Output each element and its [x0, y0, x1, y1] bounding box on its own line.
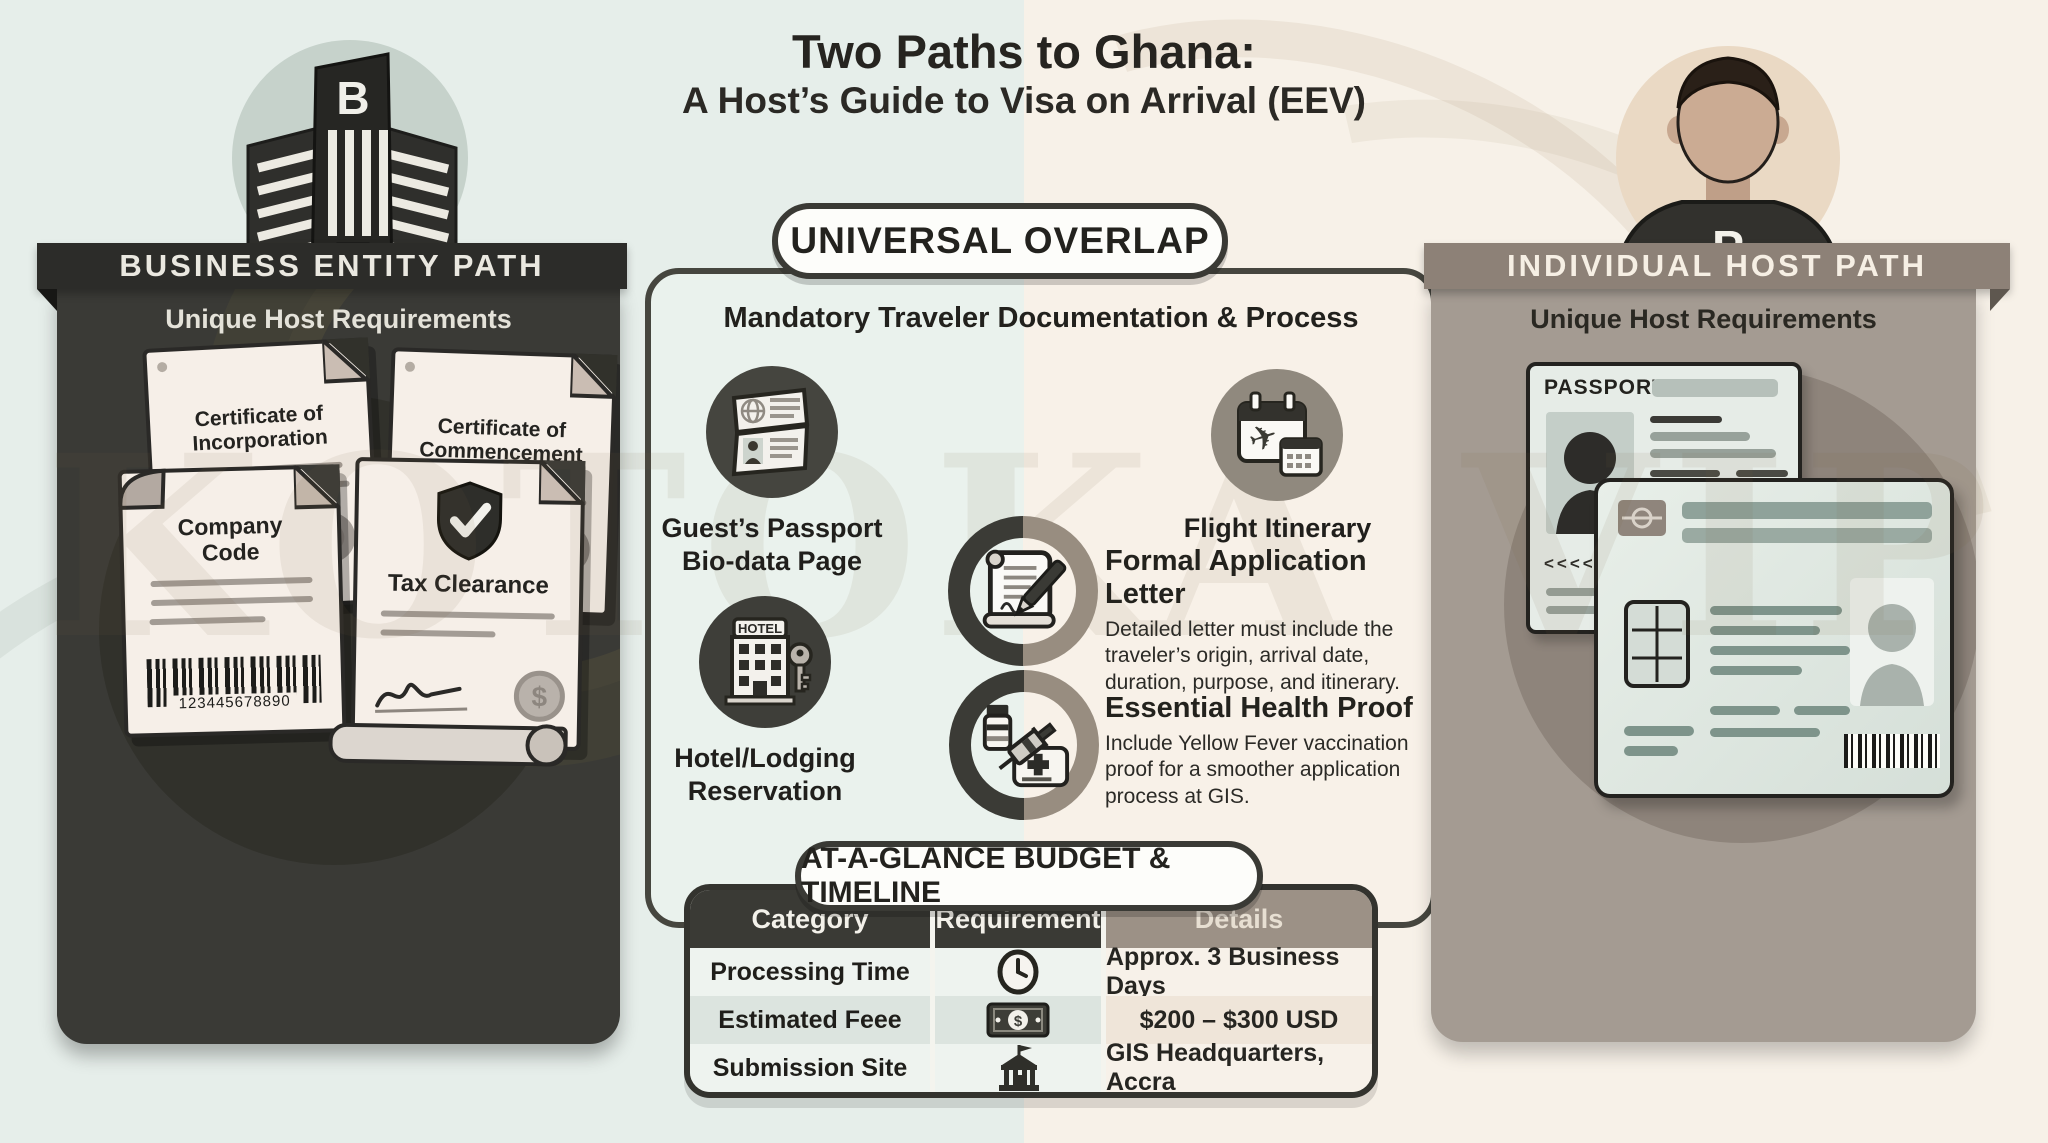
building-letter: B [336, 72, 369, 124]
card-line [1650, 449, 1776, 458]
passport-card-label: PASSPORT [1544, 376, 1666, 399]
photo-silhouette-icon [1860, 604, 1924, 706]
flight-circle: ✈ [1211, 369, 1343, 501]
business-path-header-label: BUSINESS ENTITY PATH [119, 248, 545, 283]
health-proof-ring [949, 670, 1099, 820]
government-building-icon [999, 1045, 1039, 1091]
card-line [1650, 432, 1750, 441]
doc-text-line [381, 610, 555, 620]
budget-timeline-table: Category Requirement Details Processing … [684, 884, 1378, 1098]
doc-company-code: Company Code 123445678890 [117, 464, 347, 738]
card-line [1736, 470, 1788, 477]
curled-corner-icon [118, 468, 166, 510]
clock-icon [997, 949, 1039, 995]
signature-icon [375, 683, 468, 713]
application-letter-text: Formal Application Letter Detailed lette… [1105, 545, 1427, 696]
individual-path-header-label: INDIVIDUAL HOST PATH [1507, 248, 1927, 283]
chip-lines-icon [1632, 606, 1682, 682]
application-letter-icon [982, 549, 1067, 629]
table-row-details: GIS Headquarters, Accra [1106, 1039, 1372, 1092]
folded-corner-icon [569, 353, 618, 400]
flight-itinerary-icon: ✈ [1237, 391, 1323, 477]
doc-title: Certificate of Incorporation [191, 401, 329, 456]
card-line [1682, 502, 1932, 519]
folded-corner-icon [293, 464, 341, 510]
hotel-label: Hotel/Lodging Reservation [674, 743, 856, 806]
vaccination-icon [982, 704, 1070, 788]
universal-overlap-badge: UNIVERSAL OVERLAP [772, 203, 1228, 279]
doc-title: Tax Clearance [387, 569, 550, 600]
ribbon-fold [37, 289, 57, 311]
folded-corner-icon [321, 337, 371, 384]
table-row-category: Estimated Feee [690, 996, 930, 1044]
card-line [1624, 726, 1694, 736]
passport-label: Guest’s Passport Bio-data Page [661, 513, 883, 576]
card-line [1710, 666, 1802, 675]
card-line [1710, 606, 1842, 615]
individual-path-header: INDIVIDUAL HOST PATH [1424, 243, 2010, 289]
shield-check-icon [436, 481, 503, 561]
card-line [1624, 746, 1678, 756]
folded-corner-icon [538, 460, 586, 506]
page-subtitle: A Host’s Guide to Visa on Arrival (EEV) [682, 80, 1366, 121]
card-line [1650, 416, 1722, 423]
card-line [1710, 626, 1820, 635]
table-row-category: Processing Time [690, 948, 930, 996]
budget-timeline-badge: AT-A-GLANCE BUDGET & TIMELINE [795, 841, 1263, 911]
card-line [1546, 606, 1634, 614]
corner-rivet [156, 361, 168, 373]
ring-inner [971, 692, 1077, 798]
card-line [1710, 706, 1780, 715]
application-letter-ring [948, 516, 1098, 666]
doc-text-line [149, 616, 266, 626]
scroll-curl [328, 722, 568, 767]
table-row-icon-cell: $ [935, 996, 1101, 1044]
table-row-details: $200 – $300 USD [1106, 996, 1372, 1044]
emblem-icon [1622, 507, 1662, 529]
business-path-subtitle: Unique Host Requirements [165, 304, 512, 334]
card-line [1710, 646, 1850, 655]
card-line [1794, 706, 1850, 715]
health-proof-body: Include Yellow Fever vaccination proof f… [1105, 732, 1409, 808]
card-line [1710, 728, 1820, 737]
health-proof-text: Essential Health Proof Include Yellow Fe… [1105, 692, 1427, 810]
page-title: Two Paths to Ghana: [792, 25, 1256, 78]
money-bill-icon: $ [986, 1002, 1050, 1038]
doc-text-line [150, 595, 314, 607]
center-subtitle: Mandatory Traveler Documentation & Proce… [723, 302, 1359, 334]
doc-title: Company Code [177, 511, 283, 567]
id-barcode [1844, 734, 1940, 768]
doc-tax-clearance: Tax Clearance $ [328, 457, 586, 767]
dollar-coin-icon: $ [513, 670, 565, 722]
svg-text:$: $ [1014, 1013, 1023, 1030]
hotel-sign-label: HOTEL [738, 621, 782, 636]
svg-text:$: $ [531, 681, 548, 712]
corner-rivet [404, 361, 416, 372]
hotel-circle: HOTEL [699, 596, 831, 728]
business-path-panel: Unique Host Requirements Certificate of … [57, 287, 620, 1044]
doc-text-line [150, 576, 313, 588]
passport-circle [706, 366, 838, 498]
application-letter-heading: Formal Application Letter [1105, 545, 1367, 610]
card-line [1652, 379, 1778, 397]
ring-inner [970, 538, 1076, 644]
passport-biodata-icon [731, 387, 810, 477]
application-letter-body: Detailed letter must include the travele… [1105, 618, 1400, 694]
host-id-card [1594, 478, 1954, 798]
table-row-icon-cell [935, 948, 1101, 996]
table-row-icon-cell [935, 1044, 1101, 1092]
table-row-details: Approx. 3 Business Days [1106, 943, 1372, 1000]
business-path-header: BUSINESS ENTITY PATH [37, 243, 627, 289]
table-row-category: Submission Site [690, 1044, 930, 1092]
ribbon-fold [1990, 289, 2010, 311]
card-line [1650, 470, 1720, 477]
individual-path-panel: Unique Host Requirements PASSPORT <<<<<<… [1431, 287, 1976, 1042]
hotel-key-icon: HOTEL [724, 617, 813, 706]
doc-text-line [380, 629, 496, 638]
individual-path-subtitle: Unique Host Requirements [1530, 304, 1877, 334]
flight-label: Flight Itinerary [1183, 513, 1372, 543]
health-proof-heading: Essential Health Proof [1105, 692, 1413, 724]
card-line [1682, 528, 1932, 543]
